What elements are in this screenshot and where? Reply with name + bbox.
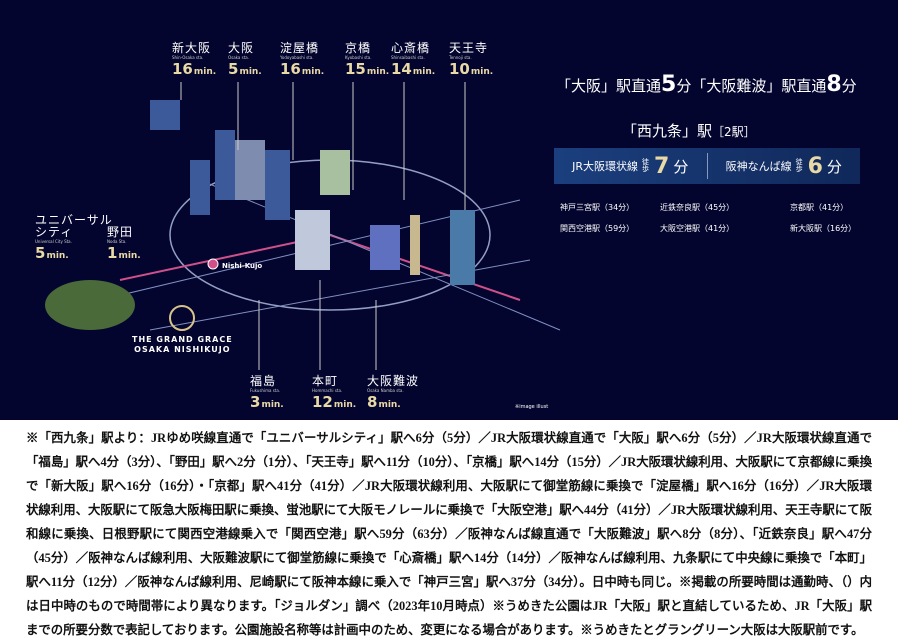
destination-list: 神戸三宮駅（34分） 近鉄奈良駅（45分） 京都駅（41分） 関西空港駅（59分… <box>560 202 860 234</box>
destination-item: 関西空港駅（59分） <box>560 224 635 233</box>
destination-item: 大阪空港駅（41分） <box>660 224 735 233</box>
logo-mark-icon <box>169 305 196 331</box>
divider <box>706 153 708 179</box>
destination-item: 京都駅（41分） <box>790 203 849 212</box>
destination-item: 新大阪駅（16分） <box>790 224 857 233</box>
headline: 「大阪」駅直通5分「大阪難波」駅直通8分 <box>556 72 857 97</box>
destination-item: 神戸三宮駅（34分） <box>560 203 635 212</box>
usj-island <box>45 280 135 330</box>
destination-item: 近鉄奈良駅（45分） <box>660 203 735 212</box>
nishikujo-title: 「西九条」駅［2駅］ <box>622 122 756 140</box>
footnotes: ※「西九条」駅より：JRゆめ咲線直通で「ユニバーサルシティ」駅へ6分（5分）／J… <box>26 431 872 637</box>
buildings <box>150 100 475 285</box>
map-illustration <box>45 82 561 370</box>
image-note: ※image illust <box>515 404 549 410</box>
nishikujo-station-tag: Nishi-Kujo <box>222 262 263 270</box>
